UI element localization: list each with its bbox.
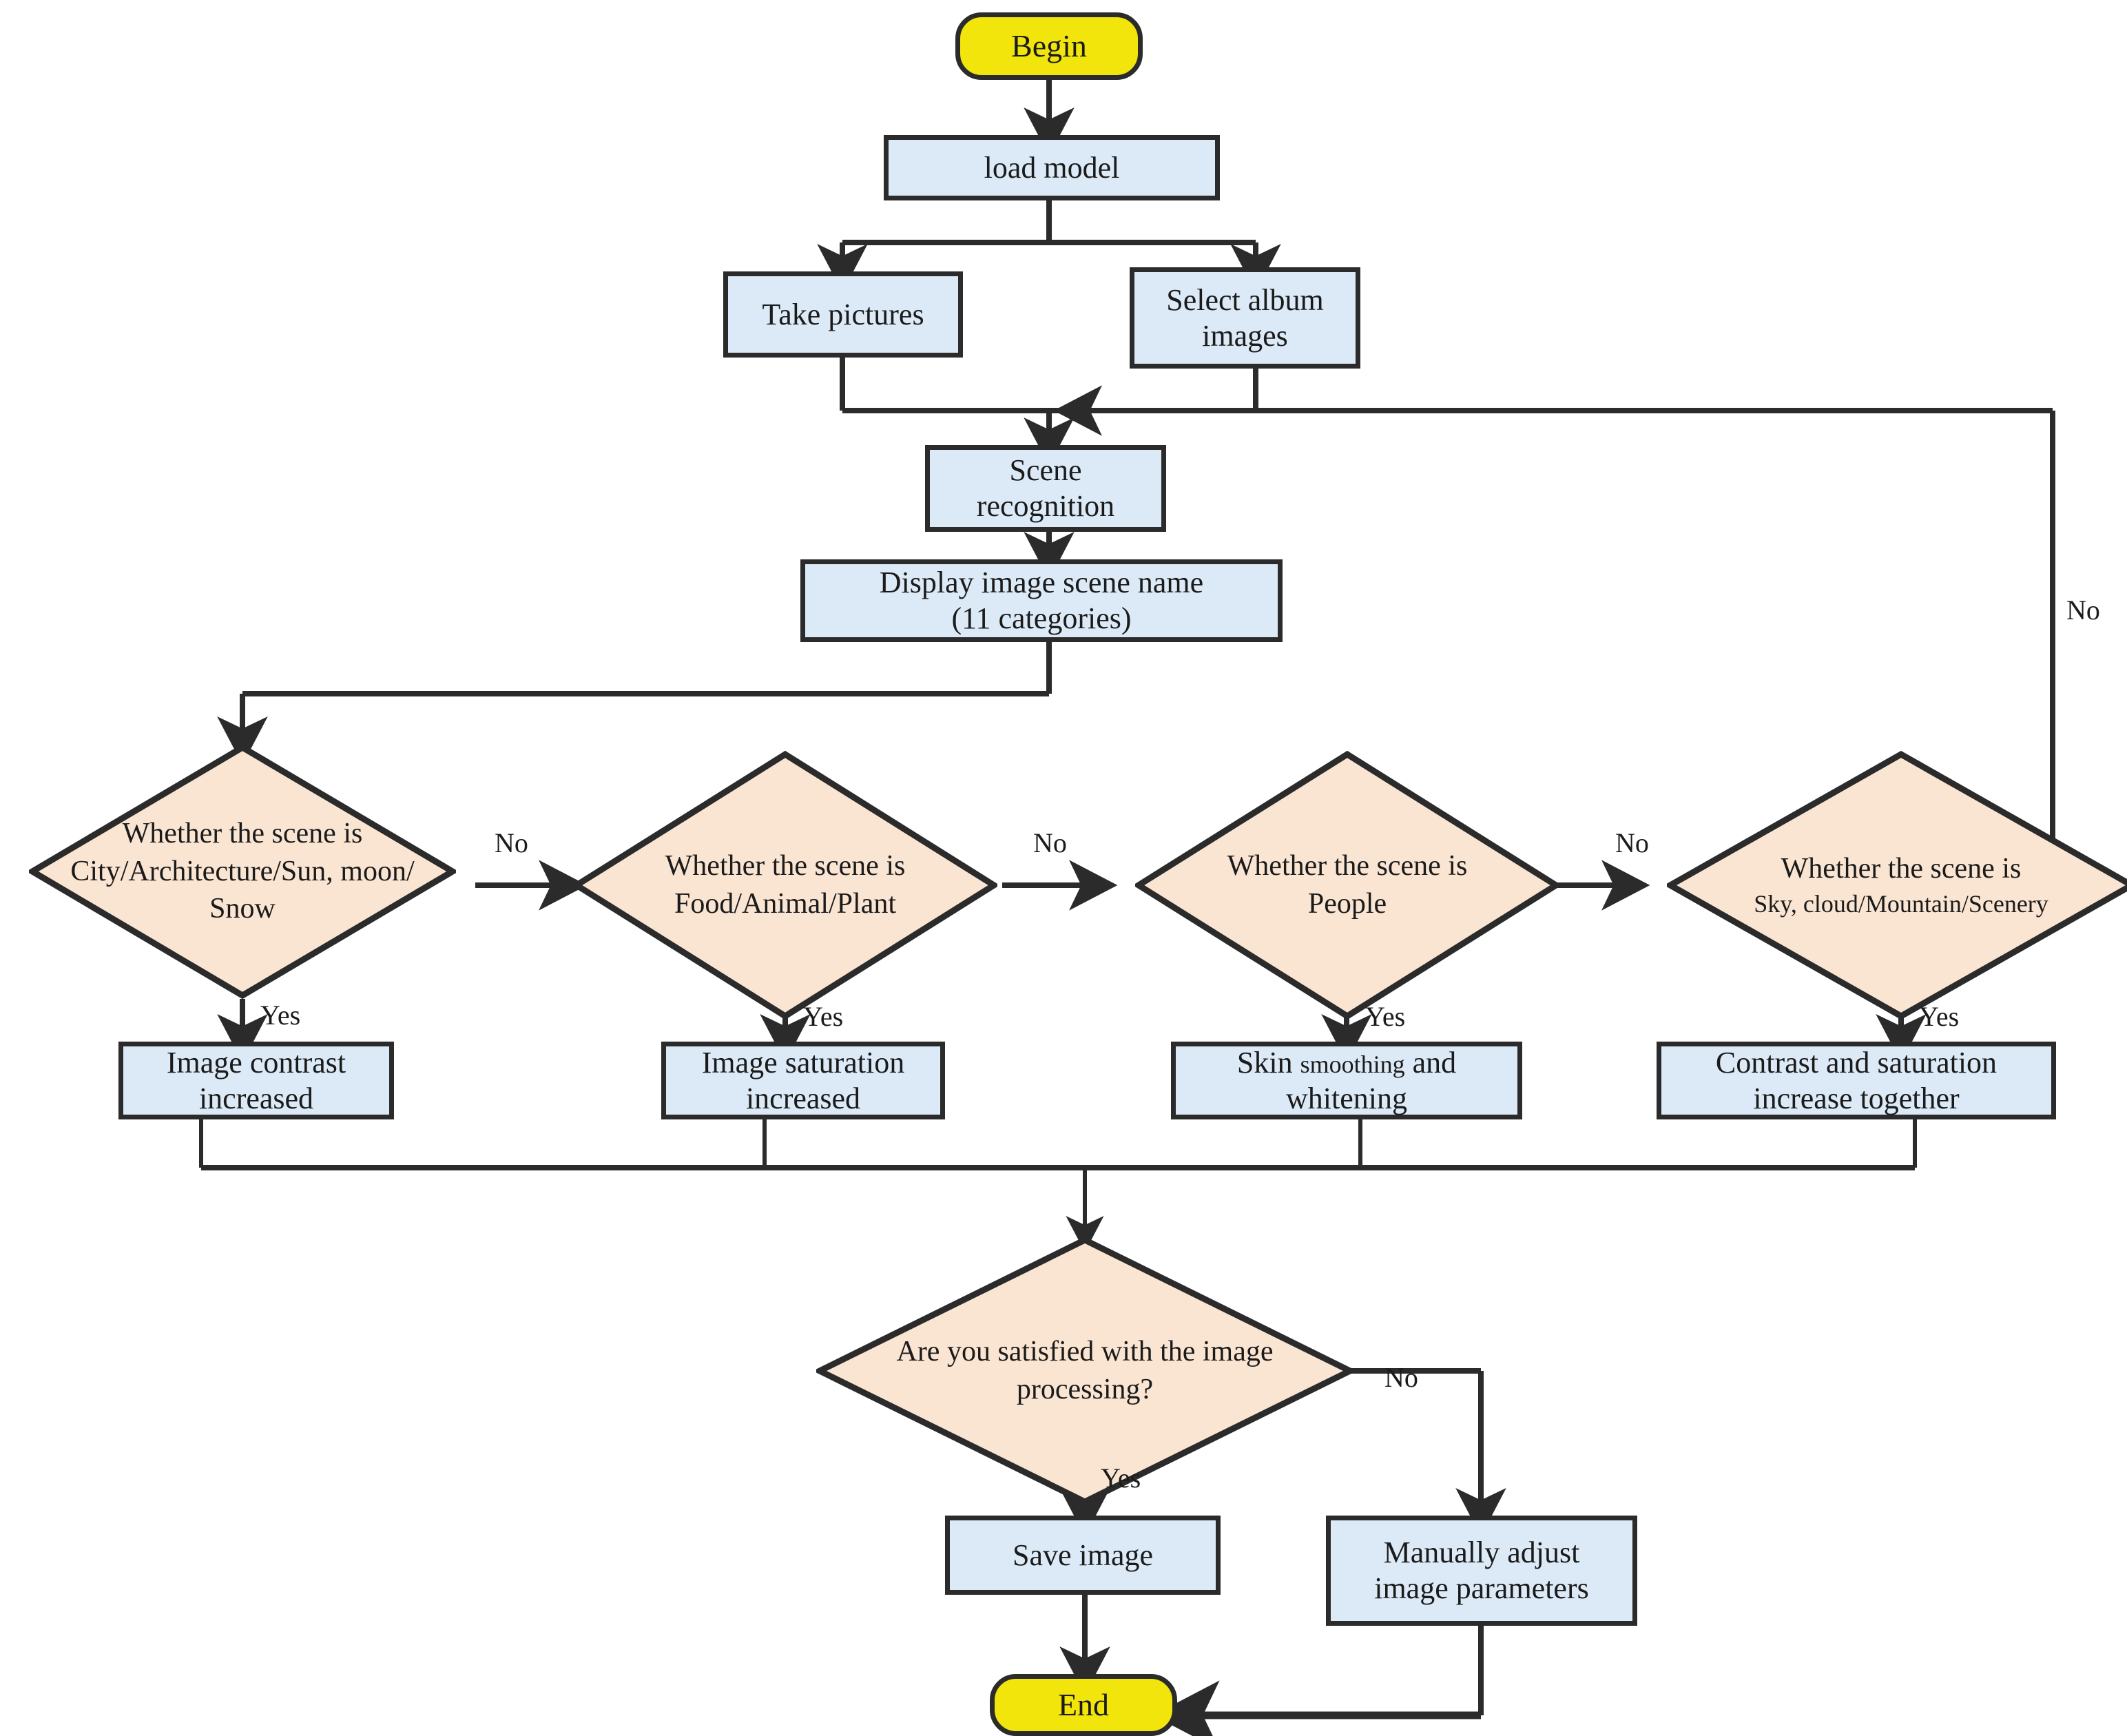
edge-label-no-city: No (495, 827, 528, 858)
node-decision-sky-mountain-scenery[interactable]: Whether the scene is Sky, cloud/Mountain… (1667, 751, 2127, 1020)
node-scene-recognition[interactable]: Scene recognition (925, 445, 1166, 532)
node-action-contrast-saturation-both[interactable]: Contrast and saturation increase togethe… (1657, 1042, 2056, 1119)
node-end[interactable]: End (990, 1674, 1177, 1736)
action-skin-line1a: Skin (1236, 1045, 1300, 1079)
edge-label-yes-satisfied: Yes (1101, 1463, 1141, 1494)
node-load-model-label: load model (984, 150, 1120, 185)
node-end-label: End (1057, 1686, 1110, 1722)
decision-satisfied-line1: Are you satisfied with the image (896, 1336, 1274, 1368)
node-begin-label: Begin (1011, 28, 1087, 63)
node-display-scene-name-line2: (11 categories) (951, 601, 1132, 635)
node-decision-satisfied[interactable]: Are you satisfied with the image process… (816, 1237, 1353, 1505)
action-both-line2: increase together (1753, 1081, 1960, 1115)
node-save-image-label: Save image (1012, 1538, 1154, 1572)
edge-label-yes-people: Yes (1365, 1001, 1406, 1032)
node-save-image[interactable]: Save image (945, 1516, 1221, 1595)
action-skin-line1: Skin smoothing and (1237, 1045, 1456, 1081)
node-decision-city-label: Whether the scene is City/Architecture/S… (29, 815, 456, 928)
decision-people-line1: Whether the scene is (1227, 850, 1468, 882)
decision-food-line1: Whether the scene is (665, 850, 906, 882)
action-skin-line2: whitening (1286, 1081, 1407, 1115)
edge-label-yes-food: Yes (803, 1001, 844, 1032)
action-saturation-line2: increased (745, 1081, 861, 1115)
node-decision-food-animal-plant[interactable]: Whether the scene is Food/Animal/Plant (573, 751, 997, 1020)
manual-adjust-line1: Manually adjust (1383, 1536, 1580, 1570)
node-scene-recognition-line2: recognition (976, 489, 1115, 523)
action-contrast-line1: Image contrast (166, 1045, 346, 1079)
edge-label-yes-sky: Yes (1919, 1001, 1960, 1032)
node-decision-satisfied-label: Are you satisfied with the image process… (859, 1333, 1310, 1408)
node-scene-recognition-line1: Scene (1009, 453, 1082, 488)
node-take-pictures-label: Take pictures (762, 297, 924, 331)
node-decision-people-label: Whether the scene is People (1165, 847, 1530, 922)
decision-sky-line2: Sky, cloud/Mountain/Scenery (1754, 889, 2048, 918)
decision-diamond-shape (816, 1237, 1353, 1505)
node-select-album-line2: images (1202, 318, 1288, 353)
node-action-image-saturation[interactable]: Image saturation increased (661, 1042, 945, 1119)
node-display-scene-name-line1: Display image scene name (879, 566, 1204, 600)
decision-people-line2: People (1307, 888, 1387, 920)
decision-diamond-shape (1667, 751, 2127, 1020)
node-begin[interactable]: Begin (955, 12, 1143, 80)
edge-label-no-people: No (1615, 827, 1649, 858)
decision-sky-line1: Whether the scene is (1781, 853, 2022, 885)
edge-label-yes-city: Yes (260, 1000, 301, 1031)
action-saturation-line1: Image saturation (701, 1045, 905, 1079)
action-contrast-line2: increased (198, 1081, 314, 1115)
node-action-image-contrast[interactable]: Image contrast increased (118, 1042, 394, 1119)
decision-city-line1: Whether the scene is (122, 818, 363, 850)
decision-satisfied-line2: processing? (1016, 1374, 1154, 1405)
decision-city-line2: City/Architecture/Sun, moon/ (70, 855, 415, 887)
decision-food-line2: Food/Animal/Plant (674, 888, 896, 920)
node-select-album-images[interactable]: Select album images (1130, 267, 1360, 369)
decision-city-line3: Snow (209, 893, 276, 925)
node-decision-city-architecture[interactable]: Whether the scene is City/Architecture/S… (29, 744, 456, 999)
edge-label-no-food: No (1033, 827, 1067, 858)
node-display-scene-name[interactable]: Display image scene name (11 categories) (800, 559, 1283, 642)
decision-diamond-shape (29, 744, 456, 999)
edge-label-no-sky-loop: No (2066, 595, 2100, 626)
node-decision-sky-label: Whether the scene is Sky, cloud/Mountain… (1667, 850, 2127, 920)
node-select-album-line1: Select album (1166, 282, 1324, 317)
action-skin-line1c: and (1404, 1045, 1457, 1079)
action-both-line1: Contrast and saturation (1715, 1045, 1998, 1079)
decision-diamond-shape (1135, 751, 1559, 1020)
edge-label-no-satisfied: No (1384, 1362, 1418, 1393)
decision-diamond-shape (573, 751, 997, 1020)
manual-adjust-line2: image parameters (1374, 1571, 1589, 1605)
node-decision-people[interactable]: Whether the scene is People (1135, 751, 1559, 1020)
action-skin-line1b: smoothing (1300, 1050, 1405, 1078)
node-take-pictures[interactable]: Take pictures (723, 271, 963, 358)
node-load-model[interactable]: load model (884, 135, 1220, 200)
node-manual-adjust[interactable]: Manually adjust image parameters (1326, 1516, 1637, 1626)
node-decision-food-label: Whether the scene is Food/Animal/Plant (603, 847, 968, 922)
node-action-skin-smoothing[interactable]: Skin smoothing and whitening (1171, 1042, 1522, 1119)
